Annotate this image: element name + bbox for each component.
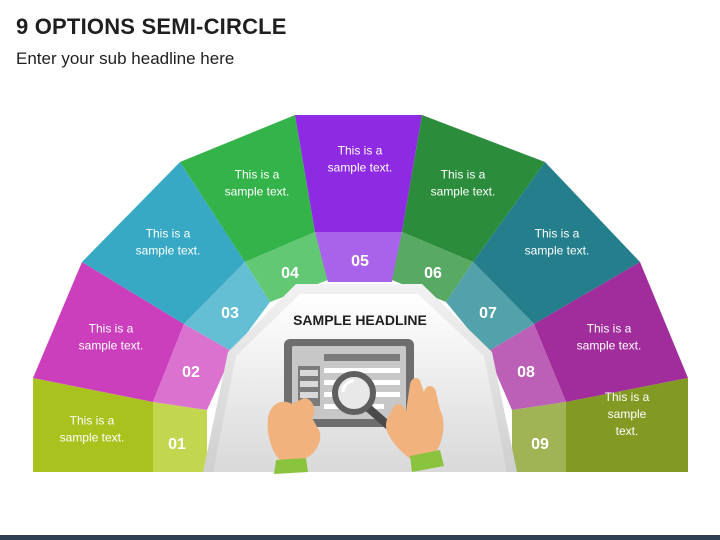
bottom-bar [0,535,720,540]
segment-08-outer [534,262,688,402]
option-segment-03: This is a sample text. 03 [82,162,270,352]
segment-03-text-line: sample text. [136,244,201,258]
segment-08-text-line: This is a [587,322,632,336]
segment-02-inner [153,324,233,410]
segment-01-text: This is a sample text. [60,414,125,445]
segment-03-text-line: This is a [146,227,191,241]
segment-01-text-line: This is a [70,414,115,428]
segment-06-number: 06 [424,265,442,282]
segment-09-inner [512,402,566,472]
segment-06-text-line: sample text. [431,185,496,199]
segment-02-text: This is a sample text. [79,322,144,353]
option-segment-02: This is a sample text. 02 [33,262,233,410]
segment-04-text-line: sample text. [225,185,290,199]
tablet-search-icon [284,339,414,438]
center-headline: SAMPLE HEADLINE [293,312,427,328]
segment-09-text-line: text. [616,424,639,438]
option-segment-01: This is a sample text. 01 [33,378,207,472]
segment-07-inner [446,262,534,352]
option-segment-07: This is a sample text. 07 [446,162,640,352]
segment-07-text-line: sample text. [525,244,590,258]
segment-09-text-line: sample [608,407,647,421]
segment-07-text: This is a sample text. [525,227,590,258]
segment-04-text: This is a sample text. [225,168,290,199]
left-hand [267,398,321,474]
segment-03-number: 03 [221,305,239,322]
segment-06-text-line: This is a [441,168,486,182]
segment-07-outer [473,162,640,324]
segment-09-text: This is a sample text. [605,390,650,438]
segment-08-number: 08 [517,364,535,381]
segment-09-outer [566,378,688,472]
segment-01-number: 01 [168,436,186,453]
segment-01-outer [33,378,153,472]
segment-03-text: This is a sample text. [136,227,201,258]
segment-07-number: 07 [479,305,497,322]
center-hub: SAMPLE HEADLINE [203,284,517,474]
segment-05-text-line: This is a [338,144,383,158]
option-segment-09: This is a sample text. 09 [512,378,688,472]
right-hand [386,378,444,472]
segment-08-text: This is a sample text. [577,322,642,353]
segment-09-number: 09 [531,436,549,453]
segment-02-text-line: This is a [89,322,134,336]
segment-02-outer [33,262,184,402]
segment-09-text-line: This is a [605,390,650,404]
option-segments: This is a sample text. 01 This is a sample t… [33,115,688,472]
segment-02-text-line: sample text. [79,339,144,353]
segment-01-inner [153,402,207,472]
segment-06-outer [402,115,545,262]
segment-08-text-line: sample text. [577,339,642,353]
segment-04-number: 04 [281,265,299,282]
segment-02-number: 02 [182,364,200,381]
page-subtitle: Enter your sub headline here [16,49,235,68]
option-segment-08: This is a sample text. 08 [487,262,688,410]
segment-05-outer [295,115,422,232]
segment-03-outer [82,162,245,324]
segment-04-outer [180,115,315,262]
segment-05-text: This is a sample text. [328,144,393,175]
segment-06-text: This is a sample text. [431,168,496,199]
segment-05-text-line: sample text. [328,161,393,175]
segment-04-text-line: This is a [235,168,280,182]
option-segment-05: This is a sample text. 05 [295,115,422,282]
segment-03-inner [184,262,270,352]
segment-05-number: 05 [351,253,369,270]
segment-01-text-line: sample text. [60,431,125,445]
segment-07-text-line: This is a [535,227,580,241]
segment-08-inner [487,324,566,410]
segment-05-inner [315,232,402,282]
page-title: 9 OPTIONS SEMI-CIRCLE [16,14,287,39]
